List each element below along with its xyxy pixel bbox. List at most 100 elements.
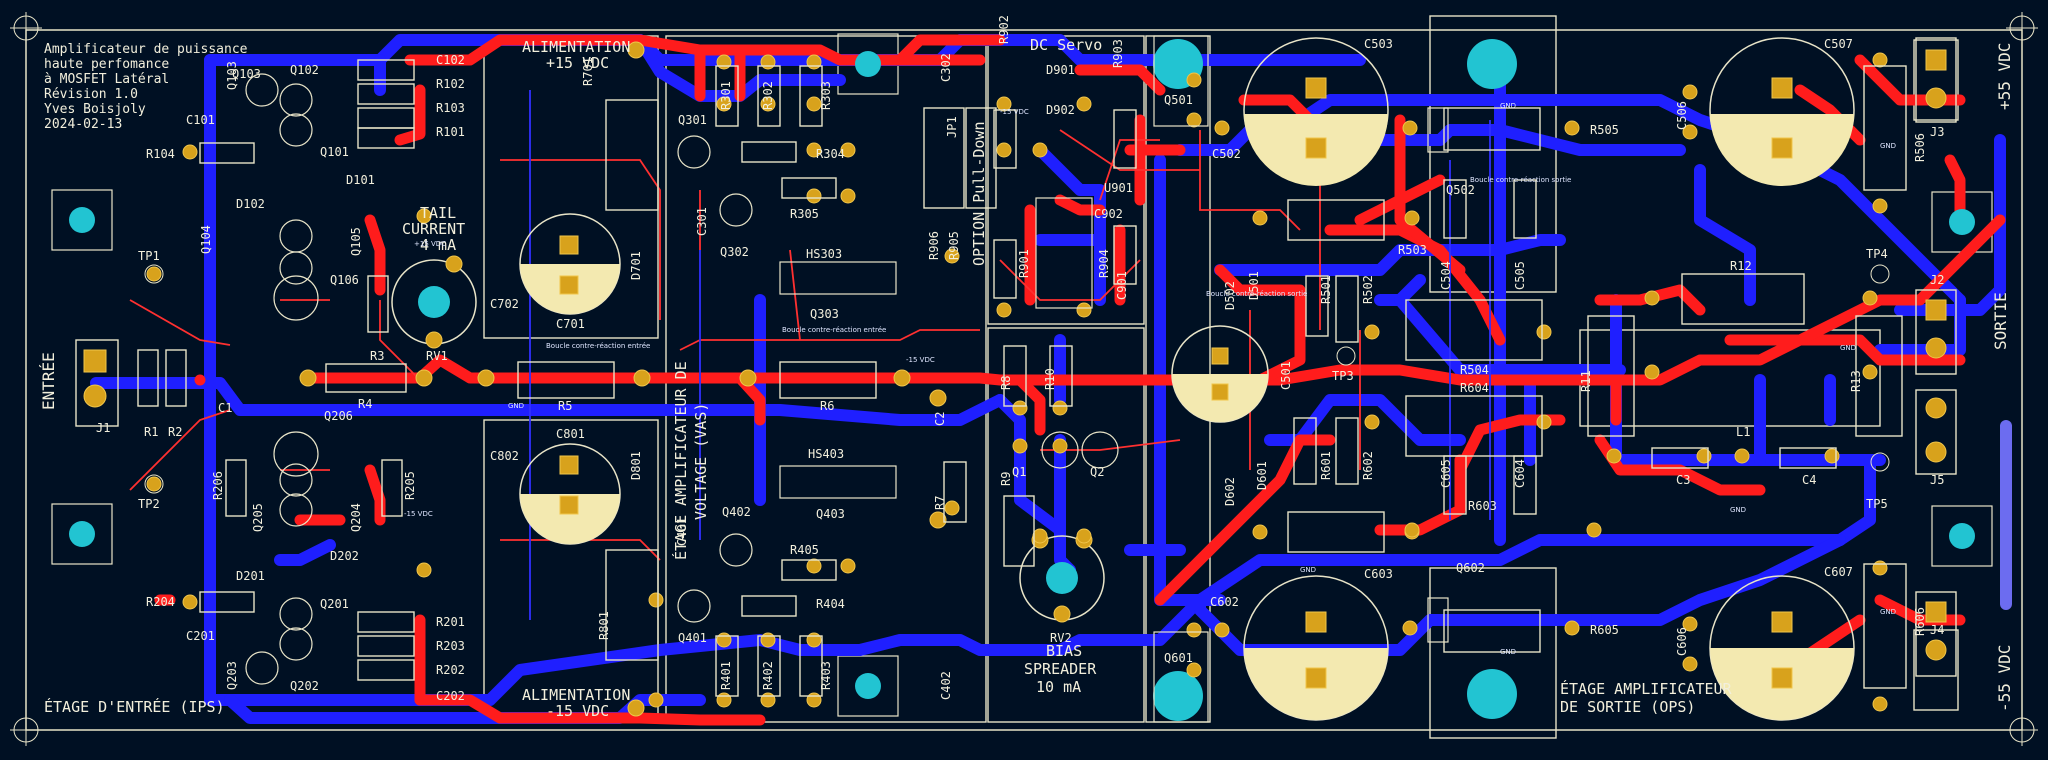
ref-r8-v: R8 — [999, 376, 1013, 390]
ref-q206: Q206 — [324, 409, 353, 423]
ref-q301: Q301 — [678, 113, 707, 127]
net-vdc-minus-3: -15 VDC — [1000, 108, 1029, 116]
ref-tp4: TP4 — [1866, 247, 1888, 261]
ref-r905-v: R905 — [947, 231, 961, 260]
ref-rv2: RV2 — [1050, 631, 1072, 645]
pads — [146, 41, 1888, 717]
ref-r5: R5 — [558, 399, 572, 413]
net-gnd-8: GND — [1300, 566, 1316, 574]
ref-r6: R6 — [820, 399, 834, 413]
ref-c301-v: C301 — [695, 207, 709, 236]
ref-q105-v: Q105 — [349, 227, 363, 256]
title-line-5: Yves Boisjoly — [44, 102, 146, 117]
ref-q201: Q201 — [320, 597, 349, 611]
ref-q2: Q2 — [1090, 465, 1104, 479]
ref-r503: R503 — [1398, 243, 1427, 257]
ref-r603: R603 — [1468, 499, 1497, 513]
label-bias-2: SPREADER — [1024, 660, 1097, 678]
ref-c302-v: C302 — [939, 53, 953, 82]
ref-r601-v: R601 — [1319, 451, 1333, 480]
label-entree: ENTRÉE — [39, 352, 58, 410]
ref-r2: R2 — [168, 425, 182, 439]
title-line-6: 2024-02-13 — [44, 117, 122, 132]
label-minus-55: -55 VDC — [1995, 645, 2014, 712]
ref-hs303: HS303 — [806, 247, 842, 261]
ref-c702: C702 — [490, 297, 519, 311]
ref-tp2: TP2 — [138, 497, 160, 511]
terminal-blocks — [75, 37, 1957, 677]
net-vdc-plus: +15 VDC — [414, 240, 446, 248]
net-gnd-1: GND — [508, 402, 524, 410]
title-line-4: Révision 1.0 — [44, 87, 138, 102]
ref-d902: D902 — [1046, 103, 1075, 117]
ref-jp1-v: JP1 — [945, 116, 959, 138]
ref-q303: Q303 — [810, 307, 839, 321]
ref-c506-v: C506 — [1675, 101, 1689, 130]
ref-r604: R604 — [1460, 381, 1489, 395]
net-boucle-sortie-2: Boucle contre-réaction sortie — [1206, 290, 1307, 298]
ref-j2: J2 — [1930, 273, 1944, 287]
ref-r401-v: R401 — [719, 661, 733, 690]
ref-c504-v: C504 — [1439, 261, 1453, 290]
ref-c901-v: C901 — [1115, 271, 1129, 300]
ref-d801-v: D801 — [629, 451, 643, 480]
ref-c502: C502 — [1212, 147, 1241, 161]
ref-d901: D901 — [1046, 63, 1075, 77]
ref-c802: C802 — [490, 449, 519, 463]
ref-d502-v: D502 — [1223, 281, 1237, 310]
ref-q204-v: Q204 — [349, 503, 363, 532]
ref-tp3: TP3 — [1332, 369, 1354, 383]
ref-q502: Q502 — [1446, 183, 1475, 197]
label-bias-1: BIAS — [1046, 642, 1082, 660]
label-output-stage-1: ÉTAGE AMPLIFICATEUR — [1560, 679, 1733, 698]
ref-c605-v: C605 — [1439, 459, 1453, 488]
ref-c607: C607 — [1824, 565, 1853, 579]
ref-q401: Q401 — [678, 631, 707, 645]
ref-hs403: HS403 — [808, 447, 844, 461]
ref-r901-v: R901 — [1017, 249, 1031, 278]
ref-l1: L1 — [1736, 425, 1750, 439]
net-gnd-2: GND — [1500, 102, 1516, 110]
ref-r502-v: R502 — [1361, 275, 1375, 304]
label-sortie: SORTIE — [1991, 292, 2010, 350]
transistor-footprints — [245, 35, 1449, 723]
ref-q203-v: Q203 — [225, 661, 239, 690]
board-outline — [25, 29, 2023, 731]
label-psu-top: ALIMENTATION — [522, 38, 630, 56]
ref-r605: R605 — [1590, 623, 1619, 637]
ref-d102: D102 — [236, 197, 265, 211]
ref-r206-v: R206 — [211, 471, 225, 500]
ref-r4: R4 — [358, 397, 372, 411]
ref-tp5: TP5 — [1866, 497, 1888, 511]
ref-r504: R504 — [1460, 363, 1489, 377]
ref-c401-v: C401 — [675, 517, 689, 546]
ref-r801-v: R801 — [597, 611, 611, 640]
label-psu-bottom-voltage: -15 VDC — [546, 702, 609, 720]
ref-d101: D101 — [346, 173, 375, 187]
label-tail-3: 4 mA — [420, 236, 456, 254]
ref-c402-v: C402 — [939, 671, 953, 700]
ref-q101: Q101 — [320, 145, 349, 159]
ref-c604-v: C604 — [1513, 459, 1527, 488]
ref-r506-v: R506 — [1913, 133, 1927, 162]
ref-r405: R405 — [790, 543, 819, 557]
ref-d602-v: D602 — [1223, 477, 1237, 506]
ref-r104: R104 — [146, 147, 175, 161]
ref-c503: C503 — [1364, 37, 1393, 51]
ref-c902: C902 — [1094, 207, 1123, 221]
ref-d201: D201 — [236, 569, 265, 583]
ref-c201: C201 — [186, 629, 215, 643]
ref-c701: C701 — [556, 317, 585, 331]
ref-d601-v: D601 — [1255, 461, 1269, 490]
label-bias-3: 10 mA — [1036, 678, 1081, 696]
ref-q302: Q302 — [720, 245, 749, 259]
ref-c507: C507 — [1824, 37, 1853, 51]
ref-j3: J3 — [1930, 125, 1944, 139]
label-input-stage: ÉTAGE D'ENTRÉE (IPS) — [44, 697, 225, 716]
label-psu-bottom: ALIMENTATION — [522, 686, 630, 704]
ref-c101: C101 — [186, 113, 215, 127]
ref-r501-v: R501 — [1319, 275, 1333, 304]
ref-c202: C202 — [436, 689, 465, 703]
ref-c505-v: C505 — [1513, 261, 1527, 290]
ref-j5: J5 — [1930, 473, 1944, 487]
